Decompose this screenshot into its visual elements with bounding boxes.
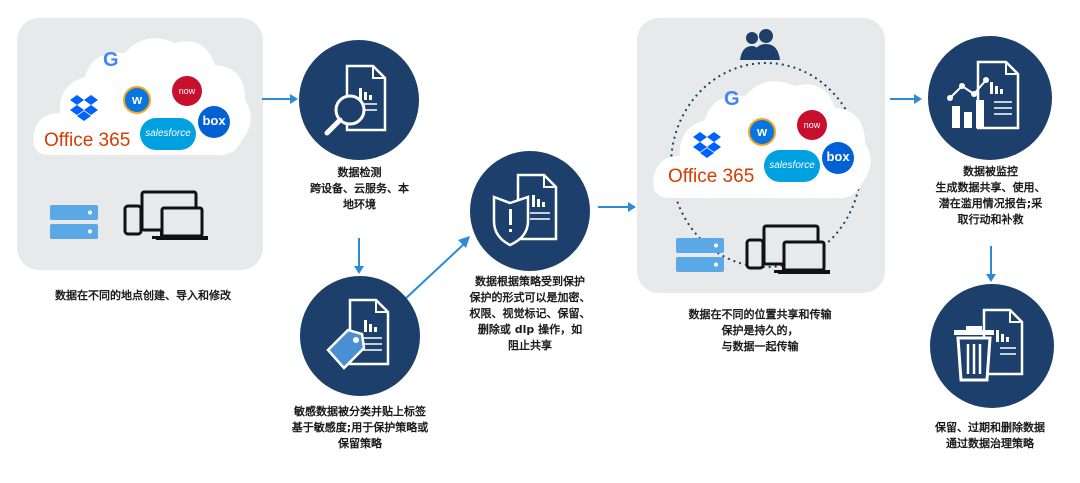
retain-title: 保留、过期和删除数据 <box>935 421 1045 434</box>
classify-line-1: 基于敏感度;用于保护策略或 <box>291 421 429 434</box>
salesforce-icon: salesforce <box>140 118 196 150</box>
monitor-line-2: 潜在滥用情况报告;采 <box>938 197 1043 210</box>
google-icon-center: G <box>724 88 740 110</box>
box-icon: box <box>198 106 230 138</box>
classify-circle <box>300 276 420 396</box>
retain-line-1: 通过数据治理策略 <box>946 437 1034 450</box>
protect-line-2: 权限、视觉标记、保留、 <box>469 307 591 320</box>
devices-icon <box>123 190 208 240</box>
tag-document-icon <box>326 298 390 370</box>
arrow-share-monitor <box>890 94 922 104</box>
server-icon-center <box>676 238 724 272</box>
arrow-monitor-retain <box>986 246 996 282</box>
dropbox-icon-center <box>693 132 721 158</box>
workday-icon-center: w <box>748 118 776 146</box>
chart-document-icon <box>947 60 1020 130</box>
arrow-detect-classify <box>354 238 364 274</box>
office365-logo: Office 365 <box>44 130 131 151</box>
detect-title: 数据检测 <box>337 166 382 179</box>
arrow-protect-share <box>598 202 636 212</box>
classify-line-2: 保留策略 <box>338 437 382 450</box>
users-icon <box>740 29 780 60</box>
monitor-line-1: 生成数据共享、使用、 <box>935 181 1046 194</box>
protect-circle <box>470 151 590 271</box>
trash-document-icon <box>954 308 1024 382</box>
arrow-create-detect <box>262 94 298 104</box>
detect-circle <box>299 40 419 160</box>
box-icon-center: box <box>822 142 854 174</box>
create-label: 数据在不同的地点创建、导入和修改 <box>55 289 231 302</box>
protect-label: 数据根据策略受到保护 保护的形式可以是加密、 权限、视觉标记、保留、 删除或 d… <box>440 274 620 354</box>
server-icon <box>50 205 98 239</box>
classify-label: 敏感数据被分类并贴上标签 基于敏感度;用于保护策略或 保留策略 <box>265 404 455 452</box>
detect-label: 数据检测 跨设备、云服务、本 地环境 <box>272 165 447 213</box>
protect-title: 数据根据策略受到保护 <box>475 275 585 288</box>
workday-icon: w <box>123 86 151 114</box>
share-title: 数据在不同的位置共享和传输 <box>688 308 832 321</box>
retain-label: 保留、过期和删除数据 通过数据治理策略 <box>900 420 1080 452</box>
share-line-2: 与数据一起传输 <box>721 340 799 353</box>
monitor-circle <box>928 36 1052 160</box>
share-line-1: 保护是持久的， <box>721 324 799 337</box>
arrow-classify-protect <box>403 236 470 301</box>
share-label: 数据在不同的位置共享和传输 保护是持久的， 与数据一起传输 <box>640 307 880 355</box>
retain-circle <box>930 284 1054 408</box>
detect-line-1: 跨设备、云服务、本 <box>310 182 409 195</box>
monitor-label: 数据被监控 生成数据共享、使用、 潜在滥用情况报告;采 取行动和补救 <box>898 164 1080 228</box>
detect-line-2: 地环境 <box>343 198 376 211</box>
dropbox-icon <box>70 95 98 121</box>
search-document-icon <box>324 64 387 136</box>
protect-line-3: 删除或 dlp 操作，如 <box>477 323 583 336</box>
classify-title: 敏感数据被分类并贴上标签 <box>294 405 426 418</box>
monitor-title: 数据被监控 <box>963 165 1018 178</box>
salesforce-icon-center: salesforce <box>764 150 820 182</box>
monitor-line-3: 取行动和补救 <box>957 213 1024 226</box>
servicenow-icon: now <box>172 76 202 106</box>
protect-line-1: 保护的形式可以是加密、 <box>469 291 591 304</box>
shield-document-icon <box>492 173 558 247</box>
protect-line-4: 阻止共享 <box>508 339 552 352</box>
servicenow-icon-center: now <box>797 110 827 140</box>
devices-icon-center <box>745 224 830 274</box>
google-icon: G <box>103 49 119 71</box>
office365-logo-center: Office 365 <box>668 166 755 187</box>
